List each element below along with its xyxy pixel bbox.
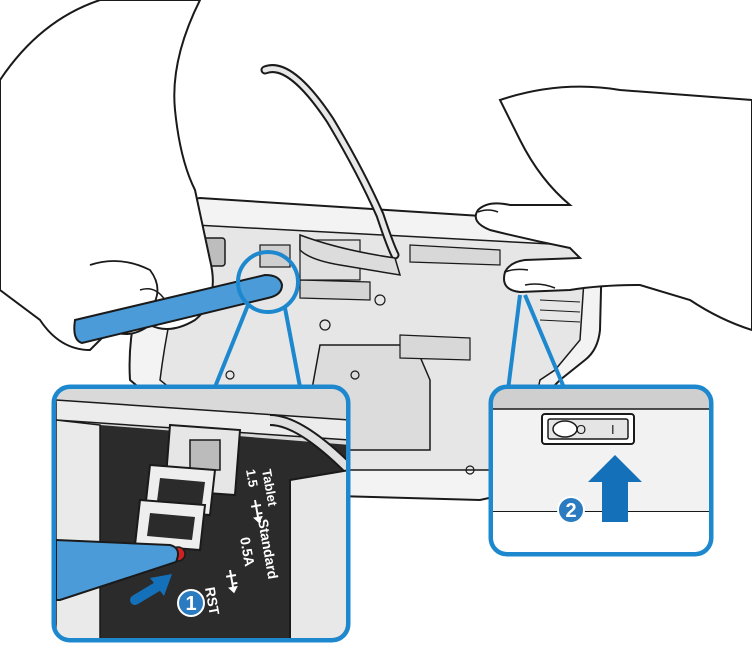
detail-panel-switch: O I 2 [488, 384, 714, 557]
power-cable [260, 64, 402, 276]
callout-badge-2 [557, 496, 585, 524]
zoom2-line-left [506, 294, 522, 391]
up-arrow-icon [588, 455, 642, 522]
label-rst: RST [202, 586, 223, 617]
detail-panel-reset: Tablet 1.5 Standard 0.5A RST [51, 384, 351, 643]
label-tablet: Tablet [259, 468, 280, 508]
switch-on-symbol: I [611, 422, 615, 437]
right-hand [474, 85, 752, 332]
callout-number-2: 2 [565, 500, 576, 522]
callout-badge-1 [177, 589, 205, 617]
label-tablet-current: 1.5 [243, 468, 261, 488]
press-arrow-icon [130, 574, 172, 605]
zoom-line-right [283, 307, 302, 388]
usb-symbol-icon-2 [225, 569, 238, 594]
switch-off-symbol: O [576, 422, 586, 437]
usb-symbol-icon [250, 499, 263, 524]
zoom-line-left [213, 304, 250, 388]
pry-tool [73, 273, 284, 345]
callout-number-1: 1 [185, 593, 196, 615]
zoom2-line-right [523, 294, 567, 391]
label-standard-current: 0.5A [237, 536, 258, 568]
power-switch-icon: O I [541, 413, 635, 445]
zoom-source-circle [236, 250, 300, 314]
